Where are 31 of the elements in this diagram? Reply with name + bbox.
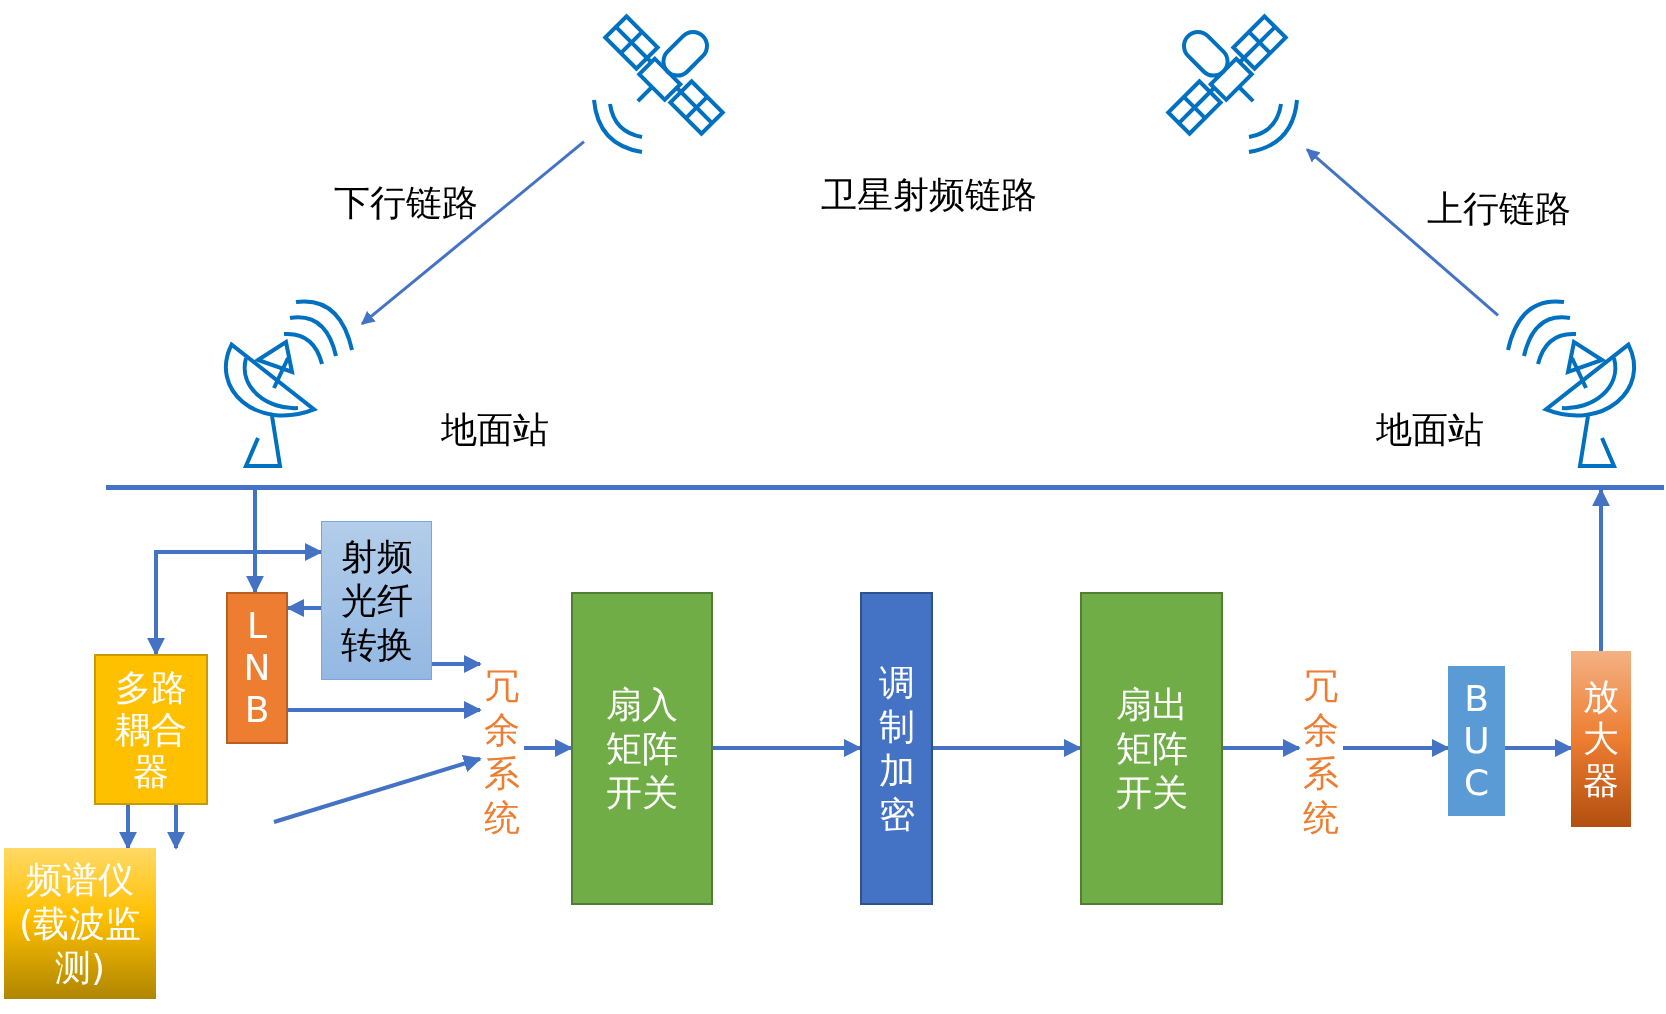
arrow (167, 805, 185, 850)
arrow (1592, 488, 1610, 651)
process-box: 放大器 (1571, 651, 1631, 827)
arrow (288, 701, 482, 719)
system-label: 冗余系统 (480, 662, 524, 842)
edge-label: 下行链路 (334, 183, 478, 223)
arrow (360, 140, 585, 326)
process-box: 扇出矩阵开关 (1080, 592, 1223, 905)
process-box: 射频光纤转换 (321, 521, 432, 680)
arrow (432, 655, 482, 673)
arrow (273, 754, 482, 824)
arrow (147, 543, 323, 656)
arrow (1343, 739, 1450, 757)
arrow (1223, 739, 1301, 757)
arrow (713, 739, 862, 757)
arrow (933, 739, 1082, 757)
station-label: 地面站 (1376, 410, 1484, 450)
arrow (119, 805, 137, 850)
arrow (524, 739, 573, 757)
process-box: BUC (1448, 666, 1505, 816)
arrow (1306, 148, 1499, 317)
edge-label: 上行链路 (1427, 189, 1571, 229)
process-box: 频谱仪(载波监测) (4, 848, 156, 999)
process-box: 调制加密 (860, 592, 933, 905)
arrow (1505, 739, 1573, 757)
process-box: LNB (226, 592, 288, 744)
station-label: 地面站 (441, 410, 549, 450)
process-box: 多路耦合器 (94, 654, 208, 805)
system-label: 冗余系统 (1299, 662, 1343, 842)
process-box: 扇入矩阵开关 (571, 592, 713, 905)
link-title: 卫星射频链路 (821, 175, 1037, 215)
